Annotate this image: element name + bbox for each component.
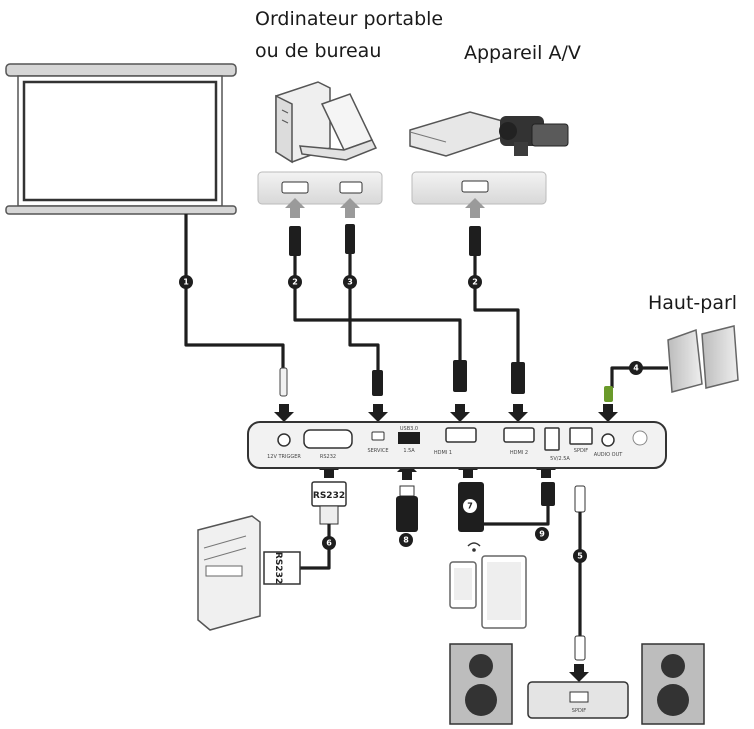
- projection-screen: [5, 63, 237, 215]
- badge-2-av: 2: [468, 275, 482, 289]
- badge-7: 7: [463, 499, 477, 513]
- hdmi2-port-label: HDMI 2: [510, 450, 528, 456]
- spdif-cable: [574, 485, 586, 661]
- usb-port-label: USB3.0: [400, 426, 418, 432]
- hdmi2-plug: [511, 362, 525, 394]
- svg-text:1: 1: [183, 278, 189, 287]
- hifi-system-icon: SPDIF: [449, 643, 705, 725]
- badge-4: 4: [629, 361, 643, 375]
- cable-2-computer-hdmi: [289, 226, 462, 360]
- hdmi1-port-label: HDMI 1: [434, 450, 452, 456]
- trigger-port-label: 12V TRIGGER: [267, 454, 301, 460]
- camcorder-icon: [499, 116, 569, 156]
- spdif-receiver-label: SPDIF: [572, 708, 587, 714]
- mobile-devices-icon: [449, 555, 527, 629]
- rs232-port-label: RS232: [320, 454, 336, 460]
- hdmi1-plug: [453, 360, 467, 392]
- speakers-label: Haut-parl: [648, 292, 738, 314]
- badge-1: 1: [179, 275, 193, 289]
- usb-a-port-label: 5V/2.5A: [550, 456, 570, 462]
- speakers-icon: [667, 325, 739, 393]
- av-device-label: Appareil A/V: [464, 42, 581, 64]
- svg-text:9: 9: [539, 530, 545, 539]
- desktop-pc-bottom-icon: RS232: [197, 515, 301, 631]
- svg-text:5: 5: [577, 552, 583, 561]
- media-player-icon: [409, 111, 507, 157]
- cable-3-computer-usb: [345, 224, 380, 370]
- service-port-label: SERVICE: [367, 448, 388, 454]
- usb-mini-plug: [372, 370, 383, 396]
- badge-6: 6: [322, 536, 336, 550]
- audio-out-port-label: AUDIO OUT: [594, 452, 624, 458]
- svg-text:4: 4: [633, 364, 639, 373]
- badge-8: 8: [399, 533, 413, 547]
- svg-text:2: 2: [292, 278, 298, 287]
- cable-2-av-hdmi: [469, 226, 520, 362]
- badge-3: 3: [343, 275, 357, 289]
- usb-flash-drive-icon: [396, 485, 418, 532]
- usb-power-label: 1.5A: [403, 448, 415, 454]
- trigger-plug: [279, 367, 288, 397]
- laptop-icon: [299, 93, 378, 161]
- badge-2: 2: [288, 275, 302, 289]
- computer-usb-port: [339, 181, 363, 194]
- svg-text:3: 3: [347, 278, 353, 287]
- wireless-dongle-icon: [458, 482, 555, 552]
- computer-port-panel: [257, 171, 383, 205]
- badge-9: 9: [535, 527, 549, 541]
- svg-text:8: 8: [403, 536, 409, 545]
- projector-panel: 12V TRIGGER RS232 SERVICE USB3.0 1.5A HD…: [247, 421, 667, 469]
- grey-arrows: [285, 198, 485, 218]
- rs232-pc-label: RS232: [273, 552, 283, 584]
- cable-4-audio: [604, 366, 668, 402]
- computer-label-line2: ou de bureau: [255, 40, 382, 62]
- rs232-plug-label: RS232: [313, 491, 345, 501]
- computer-hdmi-port: [281, 181, 309, 194]
- svg-text:6: 6: [326, 539, 332, 548]
- av-hdmi-port: [461, 180, 489, 193]
- computer-label-line1: Ordinateur portable: [255, 8, 444, 30]
- spdif-port-label: SPDIF: [574, 448, 589, 454]
- rs232-cable: RS232: [300, 481, 347, 570]
- svg-text:2: 2: [472, 278, 478, 287]
- svg-text:7: 7: [467, 502, 473, 511]
- badge-5: 5: [573, 549, 587, 563]
- desktop-computer-icon: [275, 81, 331, 164]
- cable-1-trigger: [184, 214, 285, 368]
